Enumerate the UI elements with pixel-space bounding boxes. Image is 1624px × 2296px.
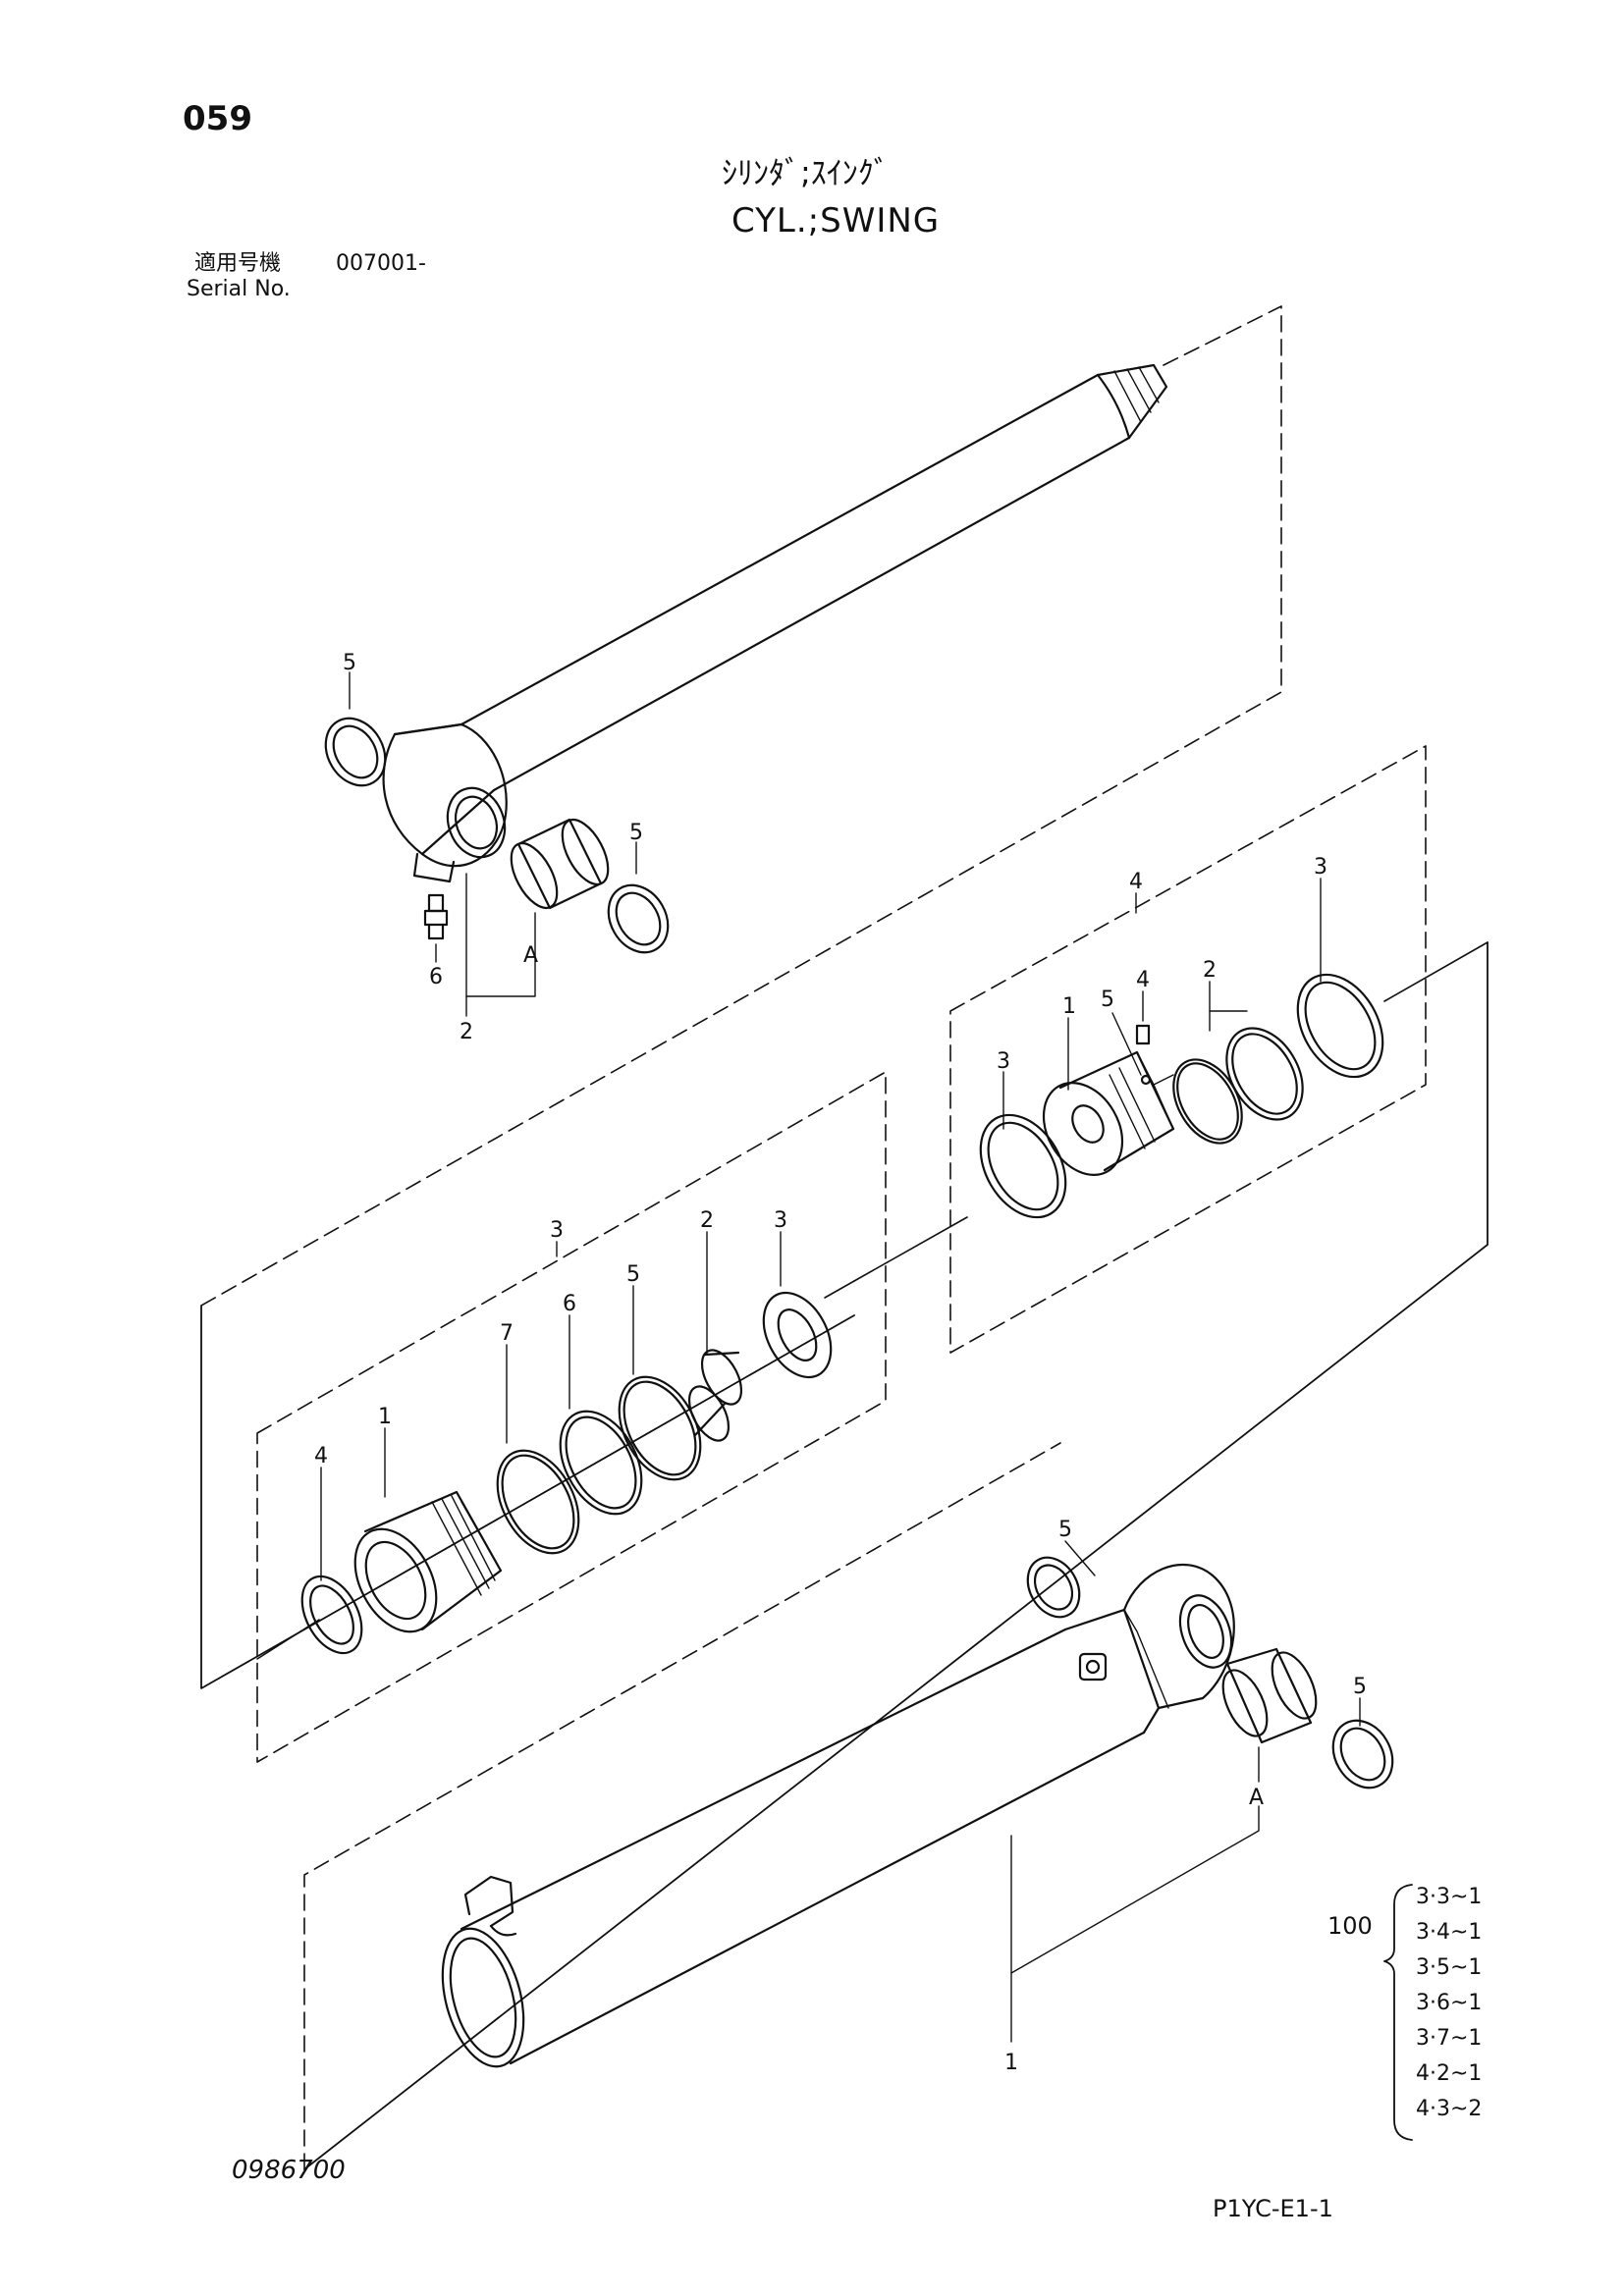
head-bushing [687, 1349, 743, 1442]
callout-head-backup-ring: 7 [500, 1321, 514, 1346]
cylinder-head [353, 1490, 503, 1633]
callout-head-oring-5: 5 [626, 1262, 640, 1287]
cylinder-tube [441, 1563, 1235, 2068]
callout-head-kit: 3 [550, 1218, 564, 1243]
tube-pin-bushing [1221, 1647, 1318, 1744]
callout-piston-setscrew: 4 [1136, 968, 1150, 992]
page-number: 059 [183, 99, 252, 138]
rod-dust-ring-right [607, 883, 670, 954]
rod-dust-ring-left [324, 717, 387, 787]
callout-rod-grease-fitting: 6 [429, 965, 443, 989]
piston-wear-ring-right [1296, 973, 1384, 1079]
serial-label-japanese: 適用号機 [194, 251, 282, 276]
seal-kit-label: 100 [1327, 1912, 1373, 1940]
callout-rod-A: A [523, 943, 538, 968]
piston-slide-ring [1172, 1058, 1243, 1145]
callout-tube-label: 1 [1004, 2051, 1018, 2075]
seal-kit-item: 3·6~1 [1416, 1991, 1483, 2015]
callout-rod-ring-left: 5 [343, 651, 356, 675]
seal-kit-item: 3·3~1 [1416, 1885, 1483, 1909]
seal-kit-item: 3·7~1 [1416, 2026, 1483, 2051]
tube-dust-ring-right [1331, 1719, 1394, 1789]
head-rod-seal [762, 1291, 833, 1379]
piston-rod [382, 363, 1168, 883]
serial-label-english: Serial No. [187, 277, 291, 301]
callout-labels: 5 5 6 A 2 4 3 2 4 5 1 3 3 3 2 5 6 7 1 4 … [314, 651, 1367, 2075]
rod-pin-bushing [510, 818, 610, 910]
sheet-code: P1YC-E1-1 [1213, 2195, 1333, 2222]
callout-head-bushing: 2 [700, 1208, 714, 1233]
piston-body [1042, 1050, 1175, 1176]
callout-head-body: 1 [378, 1405, 392, 1429]
callout-tube-ring-right: 5 [1353, 1675, 1367, 1699]
callout-head-rod-seal: 3 [774, 1208, 787, 1233]
piston-setscrew [1135, 1024, 1151, 1045]
callout-piston-body: 1 [1062, 994, 1076, 1019]
callout-rod-bushing-ring: 5 [629, 821, 643, 845]
callout-piston-wear-ring-right: 3 [1314, 855, 1327, 880]
callout-tube-ring-top: 5 [1058, 1518, 1072, 1542]
piston-steel-ball [1140, 1074, 1152, 1086]
seal-kit-item: 3·5~1 [1416, 1955, 1483, 1980]
rod-grease-fitting [423, 893, 449, 940]
head-oring-6 [559, 1410, 643, 1516]
drawing-number: 0986700 [232, 2156, 346, 2185]
serial-number: 007001- [336, 251, 426, 276]
seal-kit-item: 4·2~1 [1416, 2061, 1483, 2086]
piston-wear-ring-left [979, 1113, 1067, 1219]
seal-kit-item: 4·3~2 [1416, 2097, 1483, 2121]
callout-piston-kit: 4 [1129, 870, 1143, 894]
callout-head-wiper: 4 [314, 1444, 328, 1468]
callout-piston-seal-group: 2 [1203, 958, 1217, 983]
title-japanese: ｼﾘﾝﾀﾞ;ｽｲﾝｸﾞ [722, 154, 890, 191]
callout-tube-A: A [1249, 1786, 1264, 1810]
callout-rod-pin-group: 2 [460, 1020, 473, 1044]
head-backup-ring [496, 1449, 580, 1555]
callout-head-oring-6: 6 [563, 1292, 576, 1316]
piston-oring [1225, 1027, 1304, 1121]
tube-dust-ring-top [1026, 1556, 1081, 1619]
title-english: CYL.;SWING [731, 201, 941, 240]
callout-piston-wear-ring-left: 3 [997, 1049, 1010, 1074]
callout-piston-steel-ball: 5 [1101, 988, 1114, 1012]
seal-kit-item: 3·4~1 [1416, 1920, 1483, 1945]
